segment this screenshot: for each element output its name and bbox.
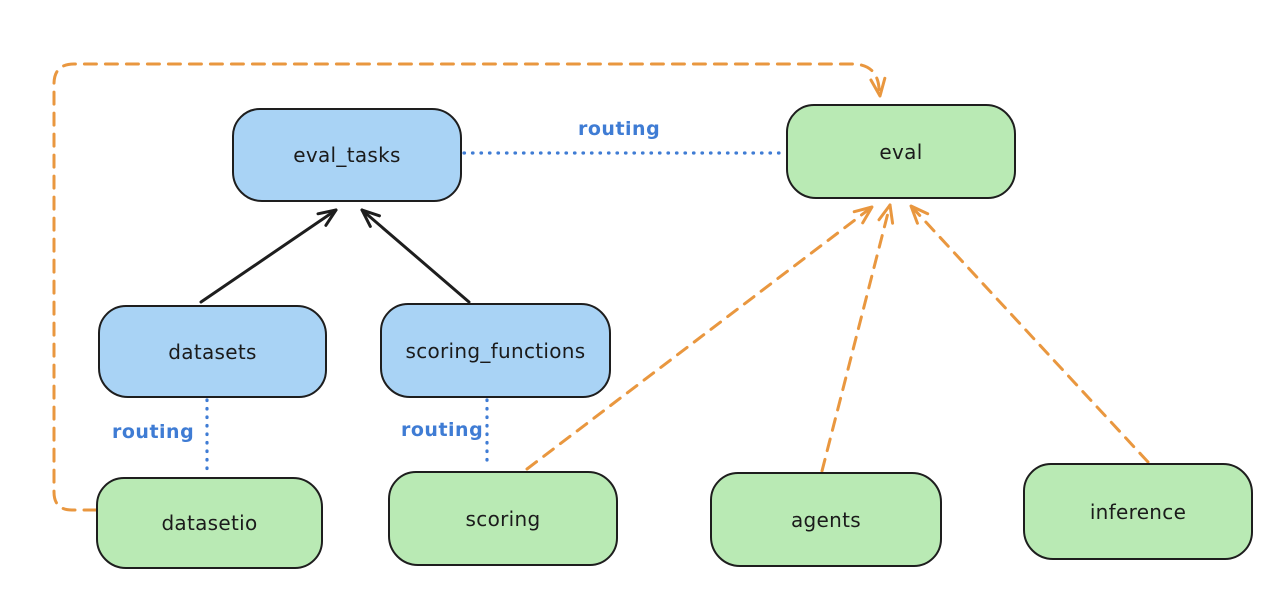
- node-agents: agents: [710, 472, 942, 567]
- node-agents-label: agents: [791, 507, 861, 532]
- edge-scoring-to-eval: [525, 205, 874, 471]
- node-eval-label: eval: [879, 139, 923, 164]
- edge-datasetio-to-eval: [52, 62, 887, 512]
- node-scoring: scoring: [388, 471, 618, 566]
- node-inference: inference: [1023, 463, 1253, 560]
- edge-label-routing-datasets-datasetio: routing: [112, 421, 195, 443]
- node-eval: eval: [786, 104, 1016, 199]
- node-datasetio-label: datasetio: [161, 511, 258, 535]
- edge-label-routing-scoring-functions-scoring: routing: [401, 419, 484, 441]
- node-datasets-label: datasets: [168, 339, 257, 364]
- node-scoring-functions: scoring_functions: [380, 303, 611, 398]
- edge-label-routing-eval-tasks-eval: routing: [578, 118, 661, 140]
- node-scoring-functions-label: scoring_functions: [405, 338, 586, 363]
- edge-datasets-to-eval-tasks: [199, 208, 338, 304]
- node-eval-tasks: eval_tasks: [232, 108, 462, 202]
- node-inference-label: inference: [1089, 499, 1187, 524]
- node-scoring-label: scoring: [465, 506, 541, 531]
- edge-scoring-functions-to-eval-tasks: [360, 208, 471, 304]
- node-eval-tasks-label: eval_tasks: [293, 143, 401, 167]
- node-datasets: datasets: [98, 305, 327, 398]
- node-datasetio: datasetio: [96, 477, 323, 569]
- edge-inference-to-eval: [909, 204, 1150, 464]
- edge-agents-to-eval: [820, 203, 895, 473]
